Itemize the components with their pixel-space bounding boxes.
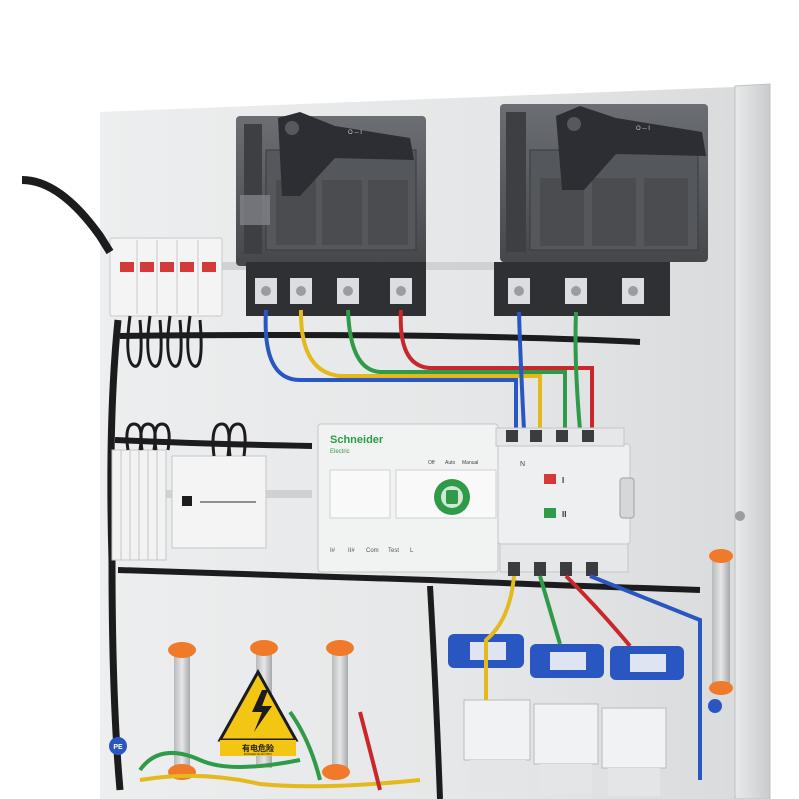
breaker-left-handle[interactable] [278,112,414,196]
ats-status-auto: Auto [445,460,456,466]
bus-bar-3 [322,640,354,780]
breaker-right-handle[interactable] [556,106,706,190]
door-hinge [735,511,745,521]
breaker-left: O ─ I [236,112,426,316]
fuse-holders [109,237,223,317]
ats-bottom-label-3: Com [366,548,379,554]
black-bundle-top [119,332,641,345]
pe-symbol [109,737,127,755]
earth-symbol-right [708,699,722,713]
ats-status-n: N [520,461,525,468]
svg-text:O ─ I: O ─ I [636,126,650,132]
ats-source-2-label: II [562,510,566,519]
ats-source-1-label: I [562,476,564,485]
black-bundle-vertical [427,585,443,799]
control-module [171,455,267,549]
bus-bar-right [712,556,730,686]
ats-bottom-label-4: Test [388,548,399,554]
ats-status-off: Off [428,460,435,466]
black-bundle-low [117,567,701,593]
warning-sign-title: 有电危险 [242,743,275,753]
pe-label: PE [113,744,123,751]
meter-modules [463,699,667,796]
warning-sign [217,668,299,756]
bus-bar-1 [168,642,196,780]
breaker-right: O ─ I [494,104,708,316]
ats-bottom-label-1: I# [330,548,336,554]
bus-bar-right-insulator-top [709,549,733,563]
svg-text:O ─ I: O ─ I [348,130,362,136]
power-wires [263,309,594,431]
ats-brand-sub: Electric [330,449,350,455]
warning-sign-subtitle: DANGER ELECTRIC [244,752,273,756]
ats-brand-logo: Schneider [330,434,384,446]
terminal-blocks-left [111,449,167,561]
bus-bar-right-insulator-bottom [709,681,733,695]
ats-status-manual: Manual [462,460,478,466]
cabinet-door-edge [734,83,771,799]
lower-wires [138,574,702,791]
black-cable-top-left [21,176,114,255]
ats-bottom-label-2: II# [348,548,355,554]
ats-terminals [506,430,598,576]
ats-bottom-label-5: L [410,548,414,554]
control-wire-loops [125,315,247,457]
source-2-lamp [544,508,556,518]
black-bundle-mid [114,437,313,449]
ats-switch [317,423,635,573]
source-1-lamp [544,474,556,484]
